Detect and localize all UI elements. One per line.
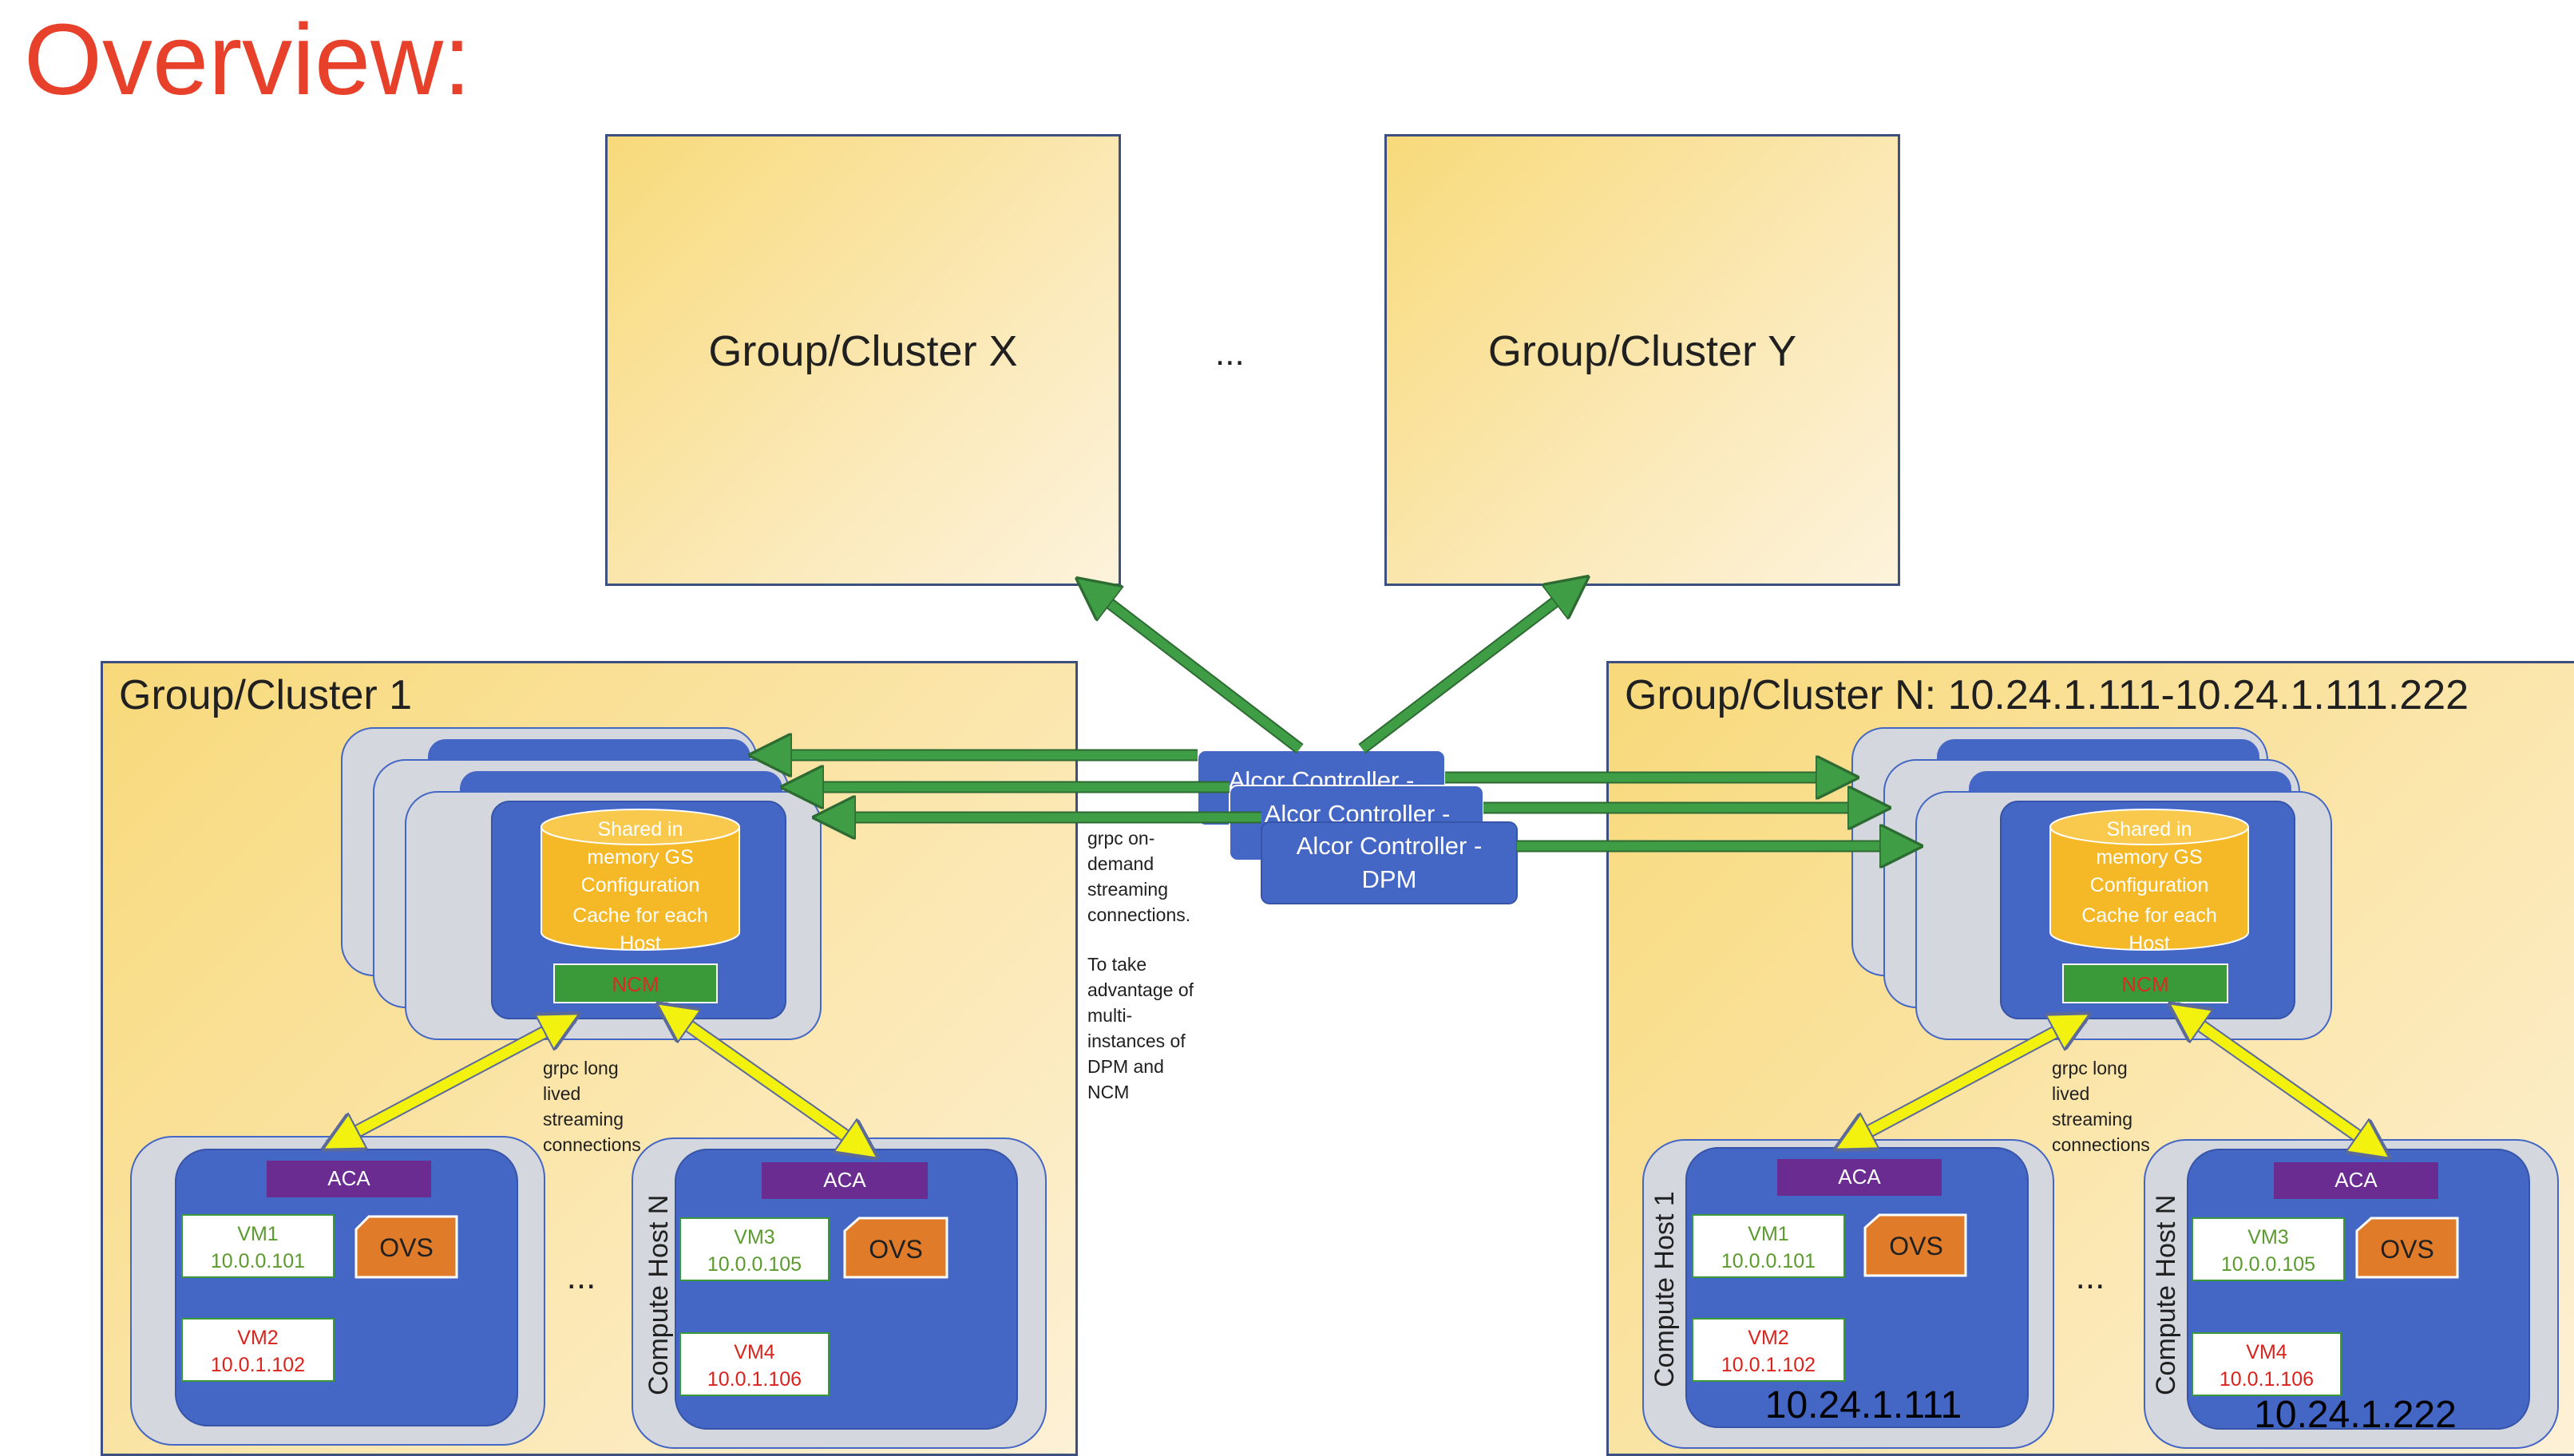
host-label: Compute Host 1 [1649, 1191, 1680, 1387]
cache-text: Shared in [2106, 818, 2192, 841]
cluster-n-node-stack: Shared in memory GS Configuration Cache … [1851, 727, 2332, 1040]
cache-text: memory GS [587, 846, 693, 868]
ovs-label: OVS [869, 1235, 923, 1264]
vm-name: VM2 [1748, 1327, 1788, 1349]
vm-ip: 10.0.0.105 [2221, 1253, 2315, 1276]
vm-ip: 10.0.1.102 [211, 1354, 305, 1376]
cache-text: Shared in [597, 818, 683, 841]
vm-ip: 10.0.1.106 [707, 1368, 802, 1391]
vm-name: VM2 [237, 1327, 278, 1349]
aca-label: ACA [2334, 1168, 2378, 1192]
cluster-n-label: Group/Cluster N: 10.24.1.111-10.24.1.111… [1625, 672, 2469, 718]
vm-name: VM3 [734, 1226, 774, 1248]
host-ip: 10.24.1.222 [2254, 1394, 2457, 1436]
vm-name: VM4 [2246, 1341, 2287, 1363]
arrow-double-yellow [2175, 1007, 2384, 1154]
arrow-green [1359, 581, 1582, 753]
vm-name: VM3 [2247, 1226, 2288, 1248]
aca-label: ACA [327, 1166, 370, 1190]
slide-title: Overview: [24, 3, 472, 116]
cache-text: Cache for each [2081, 904, 2217, 927]
cluster-y-label: Group/Cluster Y [1487, 327, 1797, 375]
cluster-n-grpc-note: grpc long lived streaming connections [2052, 1058, 2150, 1155]
cluster-1-grpc-note: grpc long lived streaming connections [543, 1058, 641, 1155]
controller-label: Alcor Controller - [1297, 832, 1483, 860]
note-line: grpc long [2052, 1058, 2128, 1078]
note-line: grpc on- [1087, 828, 1154, 849]
arrow-double-yellow [329, 1017, 573, 1146]
cluster-1-label: Group/Cluster 1 [119, 672, 413, 718]
vm-ip: 10.0.0.101 [1721, 1250, 1816, 1272]
host-ip: 10.24.1.111 [1765, 1384, 1962, 1426]
arrow-double-yellow [663, 1007, 872, 1154]
ovs-label: OVS [1889, 1232, 1943, 1260]
aca-label: ACA [1838, 1165, 1881, 1189]
note-line: streaming [543, 1109, 624, 1130]
note-line: multi- [1087, 1005, 1132, 1026]
host-label: Compute Host N [2151, 1195, 2181, 1395]
cluster-1-compute-host-n: Compute Host N ACA VM3 10.0.0.105 VM4 10… [632, 1138, 1047, 1449]
vm-name: VM4 [734, 1341, 775, 1363]
host-label: Compute Host N [644, 1195, 674, 1395]
note-line: DPM and [1087, 1056, 1164, 1077]
cache-text: Cache for each [572, 904, 708, 927]
cache-text: memory GS [2096, 846, 2202, 868]
cluster-1-compute-host-1: ACA VM1 10.0.0.101 VM2 10.0.1.102 OVS [130, 1136, 545, 1446]
top-ellipsis: ... [1215, 334, 1245, 373]
hosts-ellipsis: ... [567, 1257, 596, 1296]
cluster-n-compute-host-n: Compute Host N ACA VM3 10.0.0.105 VM4 10… [2144, 1139, 2559, 1449]
cache-text: Host [2128, 932, 2169, 955]
green-arrows [757, 581, 1915, 846]
note-line: connections [543, 1134, 641, 1155]
ncm-label: NCM [2121, 972, 2168, 996]
cache-text: Configuration [581, 874, 700, 896]
note-line: grpc long [543, 1058, 619, 1078]
vm-name: VM1 [1748, 1223, 1788, 1245]
aca-label: ACA [823, 1168, 866, 1192]
ovs-snip-shape [2355, 1217, 2459, 1279]
hosts-ellipsis: ... [2076, 1257, 2105, 1296]
note-line: To take [1087, 954, 1146, 975]
note-line: streaming [1087, 879, 1168, 900]
vm-name: VM1 [237, 1223, 278, 1245]
note-line: advantage of [1087, 979, 1194, 1000]
vm-ip: 10.0.0.105 [707, 1253, 802, 1276]
note-line: streaming [2052, 1109, 2132, 1130]
ovs-snip-shape [843, 1217, 948, 1279]
center-grpc-note: grpc on- demand streaming connections. T… [1087, 828, 1194, 1102]
note-line: connections. [1087, 904, 1190, 925]
note-line: connections [2052, 1134, 2150, 1155]
ovs-snip-shape [354, 1215, 458, 1279]
cluster-x-label: Group/Cluster X [708, 327, 1018, 375]
note-line: instances of [1087, 1031, 1186, 1051]
cache-text: Host [620, 932, 660, 955]
cluster-n-compute-host-1: Compute Host 1 ACA VM1 10.0.0.101 VM2 10… [1642, 1139, 2054, 1449]
arrow-double-yellow [1841, 1017, 2084, 1146]
cache-text: Configuration [2090, 874, 2209, 896]
note-line: NCM [1087, 1082, 1129, 1102]
cluster-1-node-stack: Shared in memory GS Configuration Cache … [341, 727, 822, 1040]
vm-ip: 10.0.0.101 [211, 1250, 305, 1272]
controller-label: DPM [1362, 865, 1417, 893]
ovs-snip-shape [1863, 1213, 1967, 1277]
vm-ip: 10.0.1.102 [1721, 1354, 1816, 1376]
note-line: demand [1087, 853, 1154, 874]
note-line: lived [2052, 1083, 2089, 1104]
arrow-green [1083, 583, 1303, 753]
ovs-label: OVS [379, 1233, 434, 1262]
ovs-label: OVS [2380, 1235, 2434, 1264]
ncm-label: NCM [612, 972, 659, 996]
note-line: lived [543, 1083, 580, 1104]
vm-ip: 10.0.1.106 [2220, 1368, 2314, 1391]
cluster-x-box: Group/Cluster X [605, 134, 1121, 586]
cluster-y-box: Group/Cluster Y [1384, 134, 1900, 586]
